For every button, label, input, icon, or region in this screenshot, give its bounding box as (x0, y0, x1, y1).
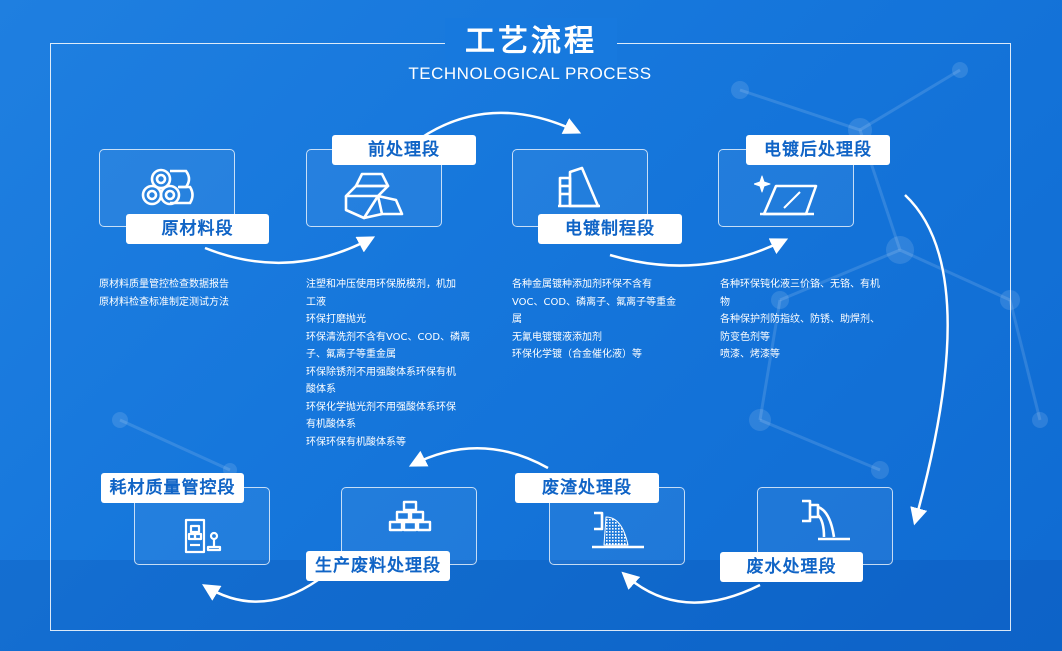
desc-line: 物 (720, 296, 730, 308)
desc-line: VOC、COD、磷离子、氟离子等重金 (512, 296, 677, 308)
desc-line: 喷漆、烤漆等 (720, 349, 780, 360)
ingot-stack-icon (344, 172, 404, 220)
arrow-wastewater-to-residue (621, 571, 761, 604)
stage-label-wastewater: 废水处理段 (720, 552, 863, 582)
shiny-plate-icon (754, 175, 818, 216)
quality-doc-icon (184, 518, 222, 554)
desc-line: 各种环保钝化液三价铬、无铬、有机 (720, 279, 880, 290)
desc-line: 环保化学抛光剂不用强酸体系环保 (306, 401, 456, 413)
page-subtitle: TECHNOLOGICAL PROCESS (408, 64, 652, 83)
desc-line: 各种保护剂防指纹、防锈、助焊剂、 (720, 314, 880, 325)
stage-label-pretreatment: 前处理段 (332, 135, 476, 165)
desc-line: 环保除锈剂不用强酸体系环保有机 (306, 366, 456, 378)
stage-desc-electroplating: 各种金属镀种添加剂环保不含有 VOC、COD、磷离子、氟离子等重金 属 无氰电镀… (512, 276, 676, 364)
desc-line: 酸体系 (306, 384, 336, 395)
stage-label-waste-residue: 废渣处理段 (515, 473, 659, 503)
stage-label-post-plating: 电镀后处理段 (746, 135, 890, 165)
page-title: 工艺流程 (465, 24, 597, 59)
bar-stack-icon (388, 500, 432, 532)
desc-line: 各种金属镀种添加剂环保不含有 (512, 279, 652, 290)
arrow-production-to-consumables (202, 578, 319, 603)
arrow-pre-to-plating (417, 111, 582, 142)
desc-line: 环保环保有机酸体系等 (306, 436, 406, 448)
desc-line: 注塑和冲压使用环保脱模剂，机加 (306, 279, 456, 290)
pipes-icon (141, 168, 194, 206)
title-block: 工艺流程 (445, 18, 617, 66)
desc-line: 子、氟离子等重金属 (306, 349, 396, 360)
arrow-post-to-wastewater (904, 194, 949, 526)
desc-line: 环保化学镀（合金催化液）等 (512, 349, 642, 360)
desc-line: 工液 (306, 296, 326, 308)
desc-line: 环保打磨抛光 (306, 314, 366, 325)
stage-label-production-waste: 生产废料处理段 (306, 551, 450, 581)
desc-line: 无氰电镀镀液添加剂 (512, 331, 602, 343)
desc-line: 有机酸体系 (306, 419, 356, 430)
stage-desc-raw-material: 原材料质量管控检查数据报告 原材料检查标准制定测试方法 (99, 276, 229, 311)
stage-label-raw-material: 原材料段 (126, 214, 269, 244)
residue-pile-icon (592, 511, 644, 549)
desc-line: 环保清洗剂不含有VOC、COD、磷离 (306, 331, 471, 343)
layered-tank-icon (558, 166, 600, 208)
arrow-plating-to-post (609, 238, 789, 267)
stage-label-electroplating: 电镀制程段 (538, 214, 682, 244)
stage-desc-post-plating: 各种环保钝化液三价铬、无铬、有机 物 各种保护剂防指纹、防锈、助焊剂、 防变色剂… (720, 276, 880, 364)
desc-line: 原材料质量管控检查数据报告 (99, 279, 229, 290)
stage-label-consumables-qc: 耗材质量管控段 (101, 473, 244, 503)
desc-line: 防变色剂等 (720, 331, 770, 343)
arrow-raw-to-pre (204, 236, 376, 265)
outflow-pipe-icon (802, 499, 850, 541)
desc-line: 原材料检查标准制定测试方法 (99, 296, 229, 308)
arrow-residue-to-production (408, 446, 549, 470)
desc-line: 属 (512, 314, 522, 325)
stage-desc-pretreatment: 注塑和冲压使用环保脱模剂，机加 工液 环保打磨抛光 环保清洗剂不含有VOC、CO… (306, 276, 470, 451)
